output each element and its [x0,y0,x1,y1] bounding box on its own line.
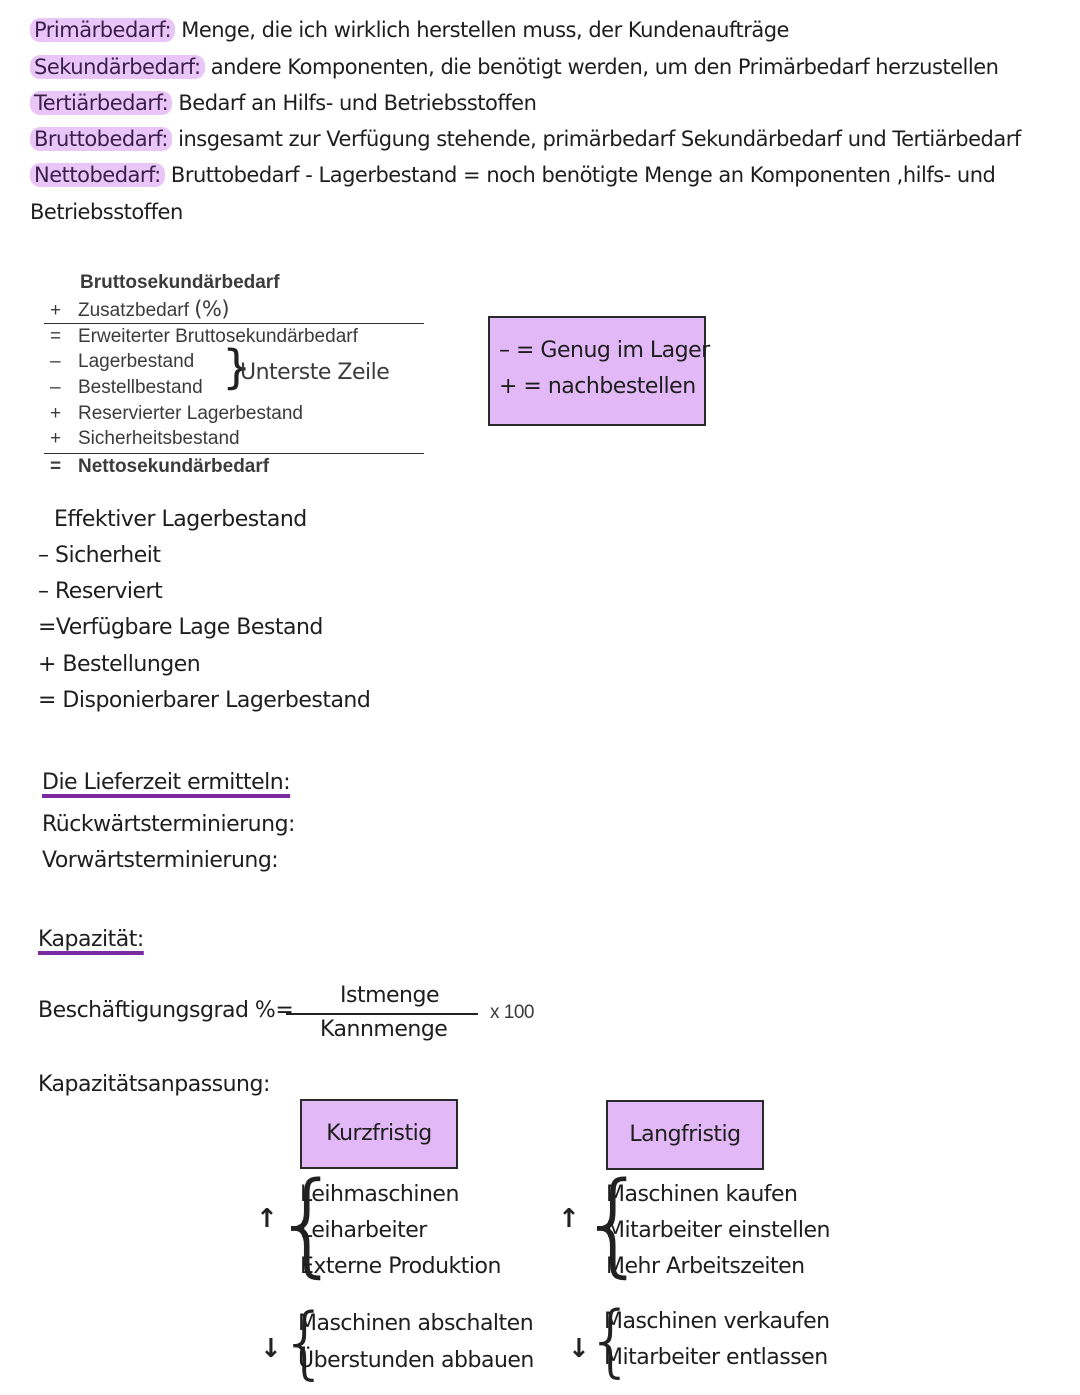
definition-text: Menge, die ich wirklich herstellen muss,… [175,18,789,42]
legend-line-plus: + = nachbestellen [499,374,696,399]
vorwaertsterminierung: Vorwärtsterminierung: [42,848,279,873]
scheme-divider [44,323,424,324]
langfristig-title: Langfristig [629,1122,741,1147]
arrow-down-icon: ↓ [260,1334,282,1364]
scheme-label: Nettosekundärbedarf [78,456,270,477]
anpassung-label: Kapazitätsanpassung: [38,1072,270,1097]
measure-item: Mehr Arbeitszeiten [606,1254,805,1279]
calc-line: Effektiver Lagerbestand [54,507,307,532]
definition-bruttobedarf: Bruttobedarf: insgesamt zur Verfügung st… [30,127,1021,151]
scheme-divider [44,453,424,454]
formula-denominator: Kannmenge [320,1017,448,1042]
formula-factor: x 100 [490,1002,534,1023]
definition-text: insgesamt zur Verfügung stehende, primär… [171,127,1021,151]
definition-text: Bruttobedarf - Lagerbestand = noch benöt… [164,163,996,187]
scheme-row: + Zusatzbedarf (%) [50,297,230,322]
definition-text: Bedarf an Hilfs- und Betriebsstoffen [172,91,537,115]
zusatz-note: (%) [194,297,230,321]
term-highlight: Nettobedarf: [30,163,165,187]
measure-item: Mitarbeiter entlassen [604,1345,828,1370]
scheme-label: Sicherheitsbestand [78,428,240,449]
kurzfristig-title: Kurzfristig [326,1121,432,1146]
definition-nettobedarf: Nettobedarf: Bruttobedarf - Lagerbestand… [30,163,996,187]
calc-line: =Verfügbare Lage Bestand [38,615,323,640]
scheme-label: Erweiterter Bruttosekundärbedarf [78,326,358,347]
measure-item: Überstunden abbauen [298,1348,534,1373]
measure-item: Maschinen kaufen [606,1182,798,1207]
scheme-operator: + [50,428,62,449]
scheme-row: –Bestellbestand [50,377,203,399]
scheme-label: Lagerbestand [78,351,195,372]
scheme-label: Bestellbestand [78,377,203,398]
brace-icon: } [222,340,252,394]
calc-line: – Reserviert [38,579,163,604]
measure-item: Externe Produktion [300,1254,501,1279]
definition-primaerbedarf: Primärbedarf: Menge, die ich wirklich he… [30,18,789,42]
scheme-operator: + [50,403,62,424]
definition-text: andere Komponenten, die benötigt werden,… [204,55,999,79]
legend-box: – = Genug im Lager + = nachbestellen [488,316,710,426]
kapazitaet-heading: Kapazität: [38,927,144,952]
kurzfristig-box: Kurzfristig [300,1099,458,1169]
brace-icon: { [272,1159,343,1289]
scheme-operator: + [50,300,62,321]
scheme-operator: = [50,456,62,477]
fraction-bar [286,1013,478,1015]
measure-item: Leiharbeiter [300,1218,427,1243]
scheme-label: Reservierter Lagerbestand [78,403,303,424]
scheme-operator: – [50,377,61,398]
langfristig-box: Langfristig [606,1100,764,1170]
calc-line: + Bestellungen [38,652,201,677]
scheme-row: + Sicherheitsbestand [50,428,240,450]
brace-icon: { [280,1298,330,1388]
scheme-operator: – [50,351,61,372]
scheme-row: + Reservierter Lagerbestand [50,403,303,425]
calc-line: – Sicherheit [38,543,161,568]
calc-line: = Disponierbarer Lagerbestand [38,688,371,713]
measure-item: Mitarbeiter einstellen [606,1218,830,1243]
measure-item: Maschinen abschalten [298,1311,534,1336]
measure-item: Maschinen verkaufen [604,1309,830,1334]
formula-numerator: Istmenge [340,983,440,1008]
measure-item: Leihmaschinen [300,1182,459,1207]
scheme-head: Bruttosekundärbedarf [80,272,280,293]
term-highlight: Bruttobedarf: [30,127,172,151]
scheme-label: Zusatzbedarf [78,300,189,321]
legend-line-minus: – = Genug im Lager [499,338,710,363]
lieferzeit-heading: Die Lieferzeit ermitteln: [42,770,291,795]
brace-icon: { [586,1296,636,1386]
term-highlight: Primärbedarf: [30,18,176,42]
scheme-result: = Nettosekundärbedarf [50,456,269,478]
scheme-row: –Lagerbestand [50,351,194,373]
formula-label: Beschäftigungsgrad %= [38,998,294,1023]
arrow-up-icon: ↑ [558,1204,580,1234]
rueckwaertsterminierung: Rückwärtsterminierung: [42,812,295,837]
brace-icon: { [578,1159,649,1289]
scheme-row: = Erweiterter Bruttosekundärbedarf [50,326,358,348]
arrow-down-icon: ↓ [568,1334,590,1364]
scheme-operator: = [50,326,62,347]
definition-continuation: Betriebsstoffen [30,200,183,224]
term-highlight: Tertiärbedarf: [30,91,173,115]
arrow-up-icon: ↑ [256,1204,278,1234]
definition-sekundaerbedarf: Sekundärbedarf: andere Komponenten, die … [30,55,999,79]
term-highlight: Sekundärbedarf: [30,55,205,79]
bracket-note: Unterste Zeile [240,360,390,385]
definition-tertiaerbedarf: Tertiärbedarf: Bedarf an Hilfs- und Betr… [30,91,537,115]
